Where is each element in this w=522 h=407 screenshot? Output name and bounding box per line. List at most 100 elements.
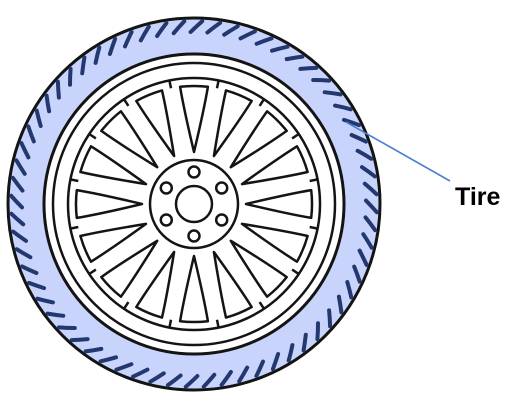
tread-mark (352, 264, 362, 284)
spoke-window (244, 188, 314, 220)
tread-mark (83, 346, 104, 354)
tread-mark (254, 36, 274, 46)
tire-tread (9, 19, 379, 389)
tread-mark (201, 372, 217, 389)
spoke-rim-joint (70, 178, 79, 183)
spoke-rim-joint (70, 225, 79, 230)
spoke-rim-joint (215, 319, 220, 328)
tread-mark (362, 181, 379, 197)
lug-nut (214, 181, 229, 195)
lug-nut (187, 229, 201, 243)
tire-leader-line (345, 121, 451, 182)
lug-nuts (159, 165, 229, 243)
tread-mark (345, 280, 354, 300)
spoke-rim-joint (309, 178, 318, 183)
spoke-window (229, 110, 288, 169)
tread-mark (9, 211, 26, 227)
spoke-window (240, 222, 309, 263)
tread-mark (56, 325, 77, 330)
tread-mark (93, 45, 102, 65)
spoke-window (229, 239, 288, 298)
tread-mark (165, 373, 183, 388)
tread-mark (270, 352, 281, 372)
spoke-rim-joint (215, 80, 220, 89)
rim (51, 61, 337, 347)
tread-mark (171, 19, 187, 36)
spoke-window (212, 89, 253, 158)
tread-mark (69, 337, 90, 343)
spoke-window (212, 250, 253, 319)
tread-mark (107, 36, 118, 56)
spoke-rim-joint (258, 301, 266, 310)
lug-nut (159, 213, 174, 227)
spoke-rim-joint (309, 225, 318, 230)
tread-mark (19, 141, 31, 160)
spoke-rim-joint (291, 132, 300, 140)
tread-mark (298, 65, 319, 71)
center-bore (174, 184, 214, 224)
tread-mark (322, 90, 343, 97)
tread-mark (360, 165, 377, 179)
tread-mark (9, 193, 24, 210)
tread-mark (138, 24, 151, 43)
spoke-rim-joint (258, 98, 266, 107)
tread-mark (364, 198, 379, 215)
tread-mark (219, 370, 233, 387)
tread-mark (45, 311, 66, 318)
spoke-rim-joint (168, 319, 173, 328)
tread-mark (80, 55, 87, 76)
tread-mark (114, 362, 134, 372)
tread-mark (123, 30, 134, 49)
lug-nut (187, 165, 201, 179)
spoke-window (178, 254, 210, 324)
tread-mark (34, 108, 43, 128)
tread-mark (311, 78, 332, 83)
tread-mark (342, 117, 362, 128)
lug-nut (159, 181, 174, 195)
spoke-rim-joint (122, 98, 130, 107)
tread-mark (183, 374, 200, 389)
tread-mark (10, 175, 25, 193)
tread-mark (336, 294, 344, 315)
spoke-window (135, 250, 176, 319)
spoke-window (74, 188, 144, 220)
tread-mark (361, 232, 374, 250)
tread-mark (188, 19, 205, 34)
tread-mark (26, 124, 36, 144)
spoke-window (240, 145, 309, 186)
tread-mark (315, 321, 320, 342)
spoke-window (100, 110, 159, 169)
tread-mark (26, 280, 46, 291)
tread-mark (155, 21, 169, 38)
lug-nut (214, 213, 229, 227)
spoke-window (79, 222, 148, 263)
tire-label: Tire (455, 183, 500, 211)
tread-mark (131, 367, 150, 379)
tread-mark (349, 133, 368, 144)
tread-mark (333, 103, 353, 112)
tread-mark (357, 248, 369, 267)
tread-mark (11, 229, 28, 243)
tread-mark (14, 247, 33, 260)
tread-mark (98, 355, 118, 364)
tread-mark (68, 66, 73, 87)
spoke-rim-joint (88, 132, 97, 140)
tread-mark (363, 215, 378, 233)
tread-mark (44, 93, 52, 114)
tread-mark (286, 343, 295, 363)
tread-mark (222, 24, 240, 37)
tread-mark (238, 29, 257, 41)
spoke-window (79, 145, 148, 186)
tread-mark (254, 359, 265, 378)
tread-mark (55, 79, 61, 100)
rim-spokes (70, 80, 318, 328)
spoke-rim-joint (122, 301, 130, 310)
tread-mark (284, 54, 305, 62)
tread-mark (20, 264, 39, 275)
spoke-rim-joint (88, 268, 97, 276)
tread-mark (327, 308, 333, 329)
tread-mark (355, 148, 374, 161)
spoke-window (178, 84, 210, 154)
tread-mark (14, 158, 27, 176)
